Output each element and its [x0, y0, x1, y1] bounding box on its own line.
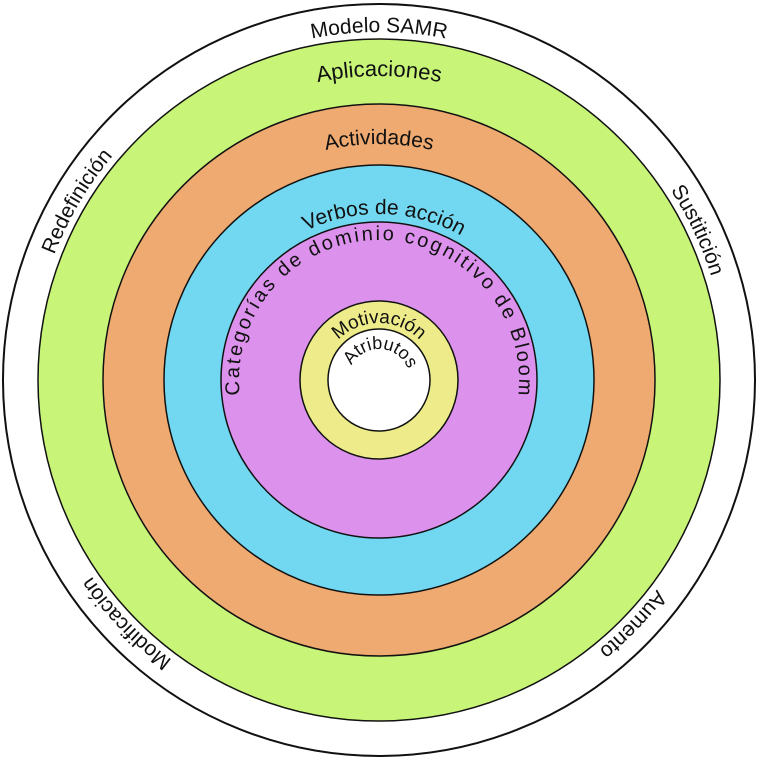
ring-atributos — [327, 328, 431, 432]
